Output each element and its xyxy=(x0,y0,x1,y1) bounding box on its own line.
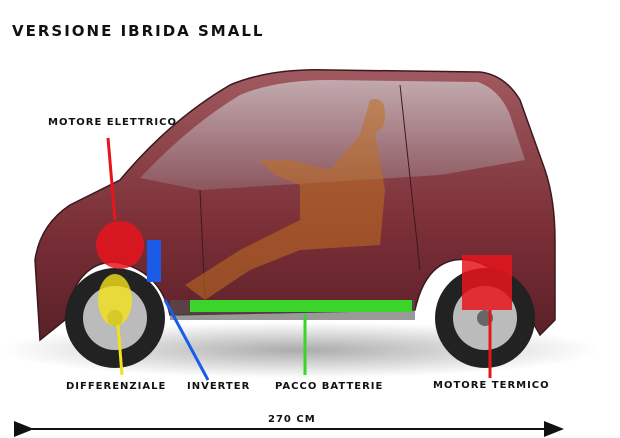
inverter-arrow xyxy=(163,299,210,381)
b-pillar xyxy=(399,84,421,271)
label-electric-motor: MOTORE ELETTRICO xyxy=(48,117,177,128)
driver-silhouette xyxy=(185,99,385,300)
label-differential: DIFFERENZIALE xyxy=(66,381,167,392)
diagram-title: VERSIONE IBRIDA SMALL xyxy=(12,22,265,40)
dimension-label: 270 CM xyxy=(268,414,316,425)
thermal-engine-marker xyxy=(462,255,512,310)
label-inverter: INVERTER xyxy=(187,381,251,392)
electric-motor-arrow xyxy=(106,137,117,221)
inverter-marker xyxy=(147,240,161,282)
differential-arrow xyxy=(116,324,124,376)
electric-motor-marker xyxy=(96,221,144,269)
battery-pack-marker xyxy=(190,300,412,312)
car-glass xyxy=(140,80,525,190)
label-thermal-engine: MOTORE TERMICO xyxy=(433,380,550,391)
differential-marker xyxy=(98,274,132,326)
label-battery-pack: PACCO BATTERIE xyxy=(275,381,384,392)
